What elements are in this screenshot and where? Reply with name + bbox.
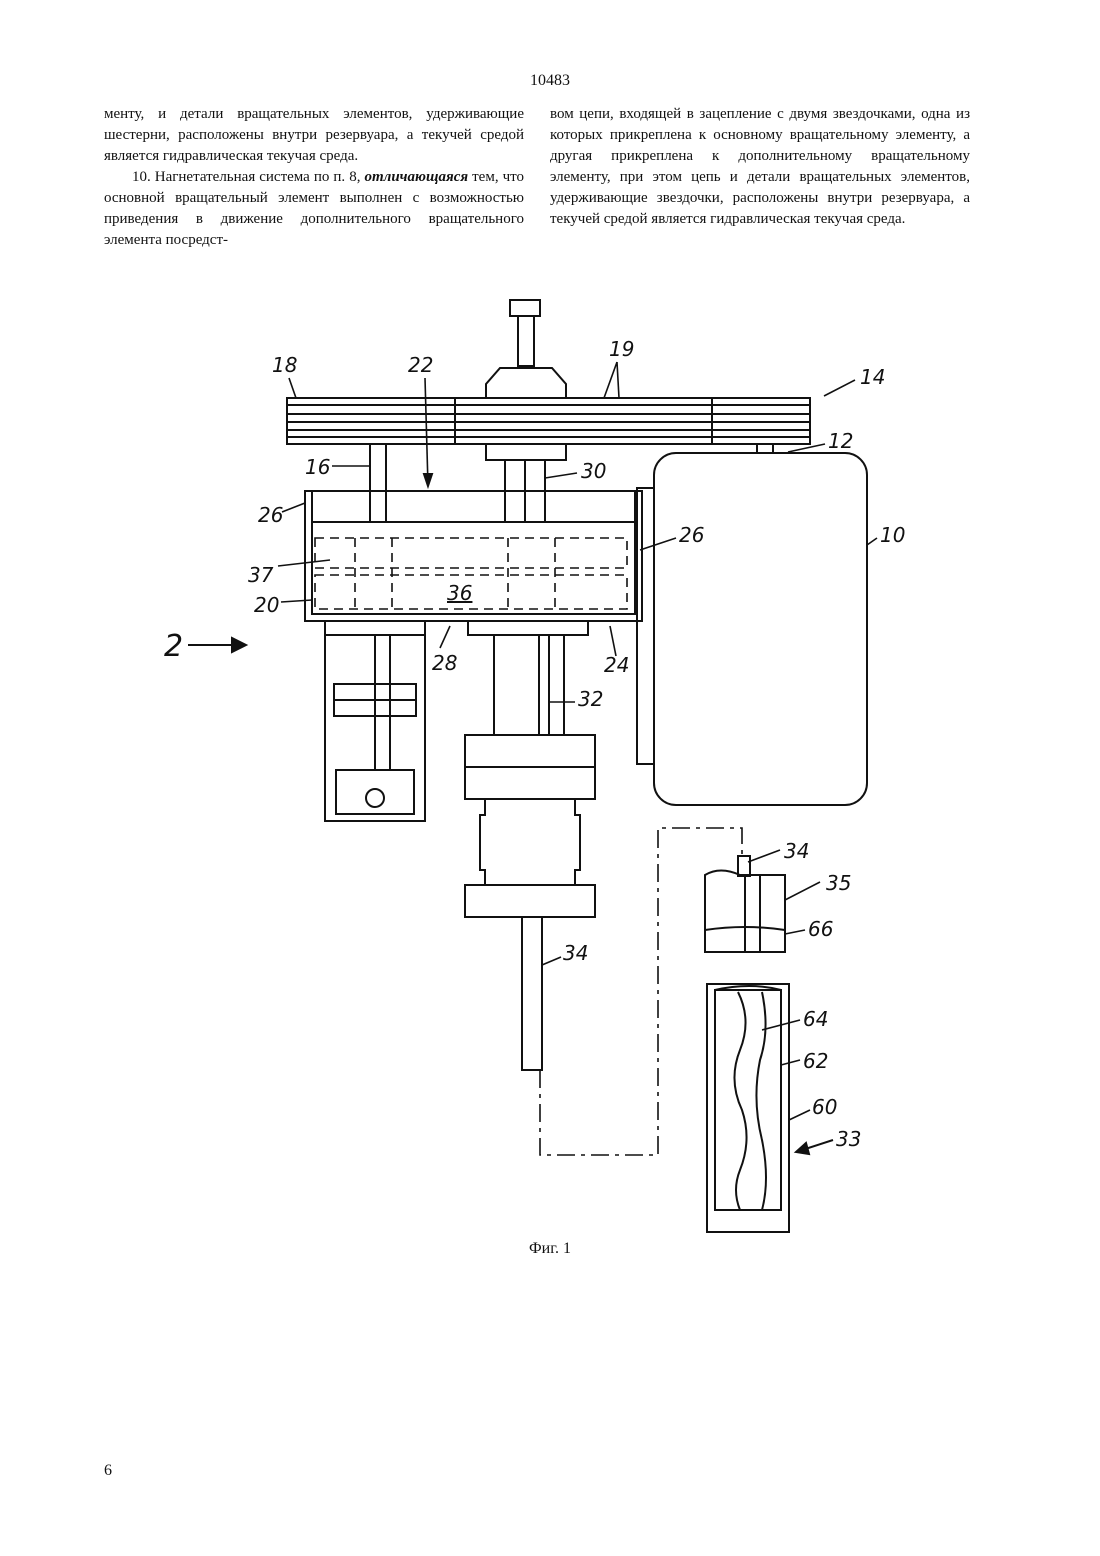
- coupling: [480, 799, 580, 885]
- liner-64: [734, 992, 746, 1210]
- footer-page-number: 6: [104, 1462, 112, 1480]
- rod-34: [522, 917, 542, 1070]
- label-37: 37: [248, 563, 274, 587]
- base-plate-right: [468, 621, 588, 635]
- label-22: 22: [408, 353, 433, 377]
- label-26b: 26: [679, 523, 704, 547]
- label-2: 2: [164, 629, 183, 664]
- top-cone: [486, 368, 566, 398]
- shaft-16: [370, 444, 386, 522]
- left-pump-port: [366, 789, 384, 807]
- connector-12: [757, 444, 773, 453]
- label-20: 20: [254, 593, 279, 617]
- label-33: 33: [836, 1127, 861, 1151]
- label-19: 19: [609, 337, 634, 361]
- label-34b: 34: [563, 941, 588, 965]
- pulley-hub: [486, 444, 566, 460]
- tube-33: [707, 984, 789, 1232]
- label-28: 28: [432, 651, 457, 675]
- label-32: 32: [578, 687, 603, 711]
- shaft-32: [494, 635, 564, 735]
- label-64: 64: [803, 1007, 828, 1031]
- label-62: 62: [803, 1049, 828, 1073]
- label-12: 12: [828, 429, 853, 453]
- bolt-head: [510, 300, 540, 316]
- label-34a: 34: [784, 839, 809, 863]
- label-24: 24: [604, 653, 629, 677]
- motor-bracket: [637, 488, 654, 764]
- arrow-22: [424, 474, 432, 486]
- label-26a: 26: [258, 503, 283, 527]
- label-30: 30: [581, 459, 606, 483]
- label-16: 16: [305, 455, 330, 479]
- bolt-shaft: [518, 316, 534, 366]
- label-36: 36: [447, 581, 472, 605]
- label-35: 35: [826, 871, 851, 895]
- label-18: 18: [272, 353, 297, 377]
- label-14: 14: [860, 365, 885, 389]
- label-10: 10: [880, 523, 905, 547]
- label-60: 60: [812, 1095, 837, 1119]
- motor-10: [654, 453, 867, 805]
- figure-caption: Фиг. 1: [0, 1240, 1100, 1258]
- label-66: 66: [808, 917, 833, 941]
- base-plate-left: [325, 621, 425, 635]
- inner-element-37: [315, 538, 627, 568]
- coupling-flange: [465, 885, 595, 917]
- connection-line: [540, 828, 742, 1155]
